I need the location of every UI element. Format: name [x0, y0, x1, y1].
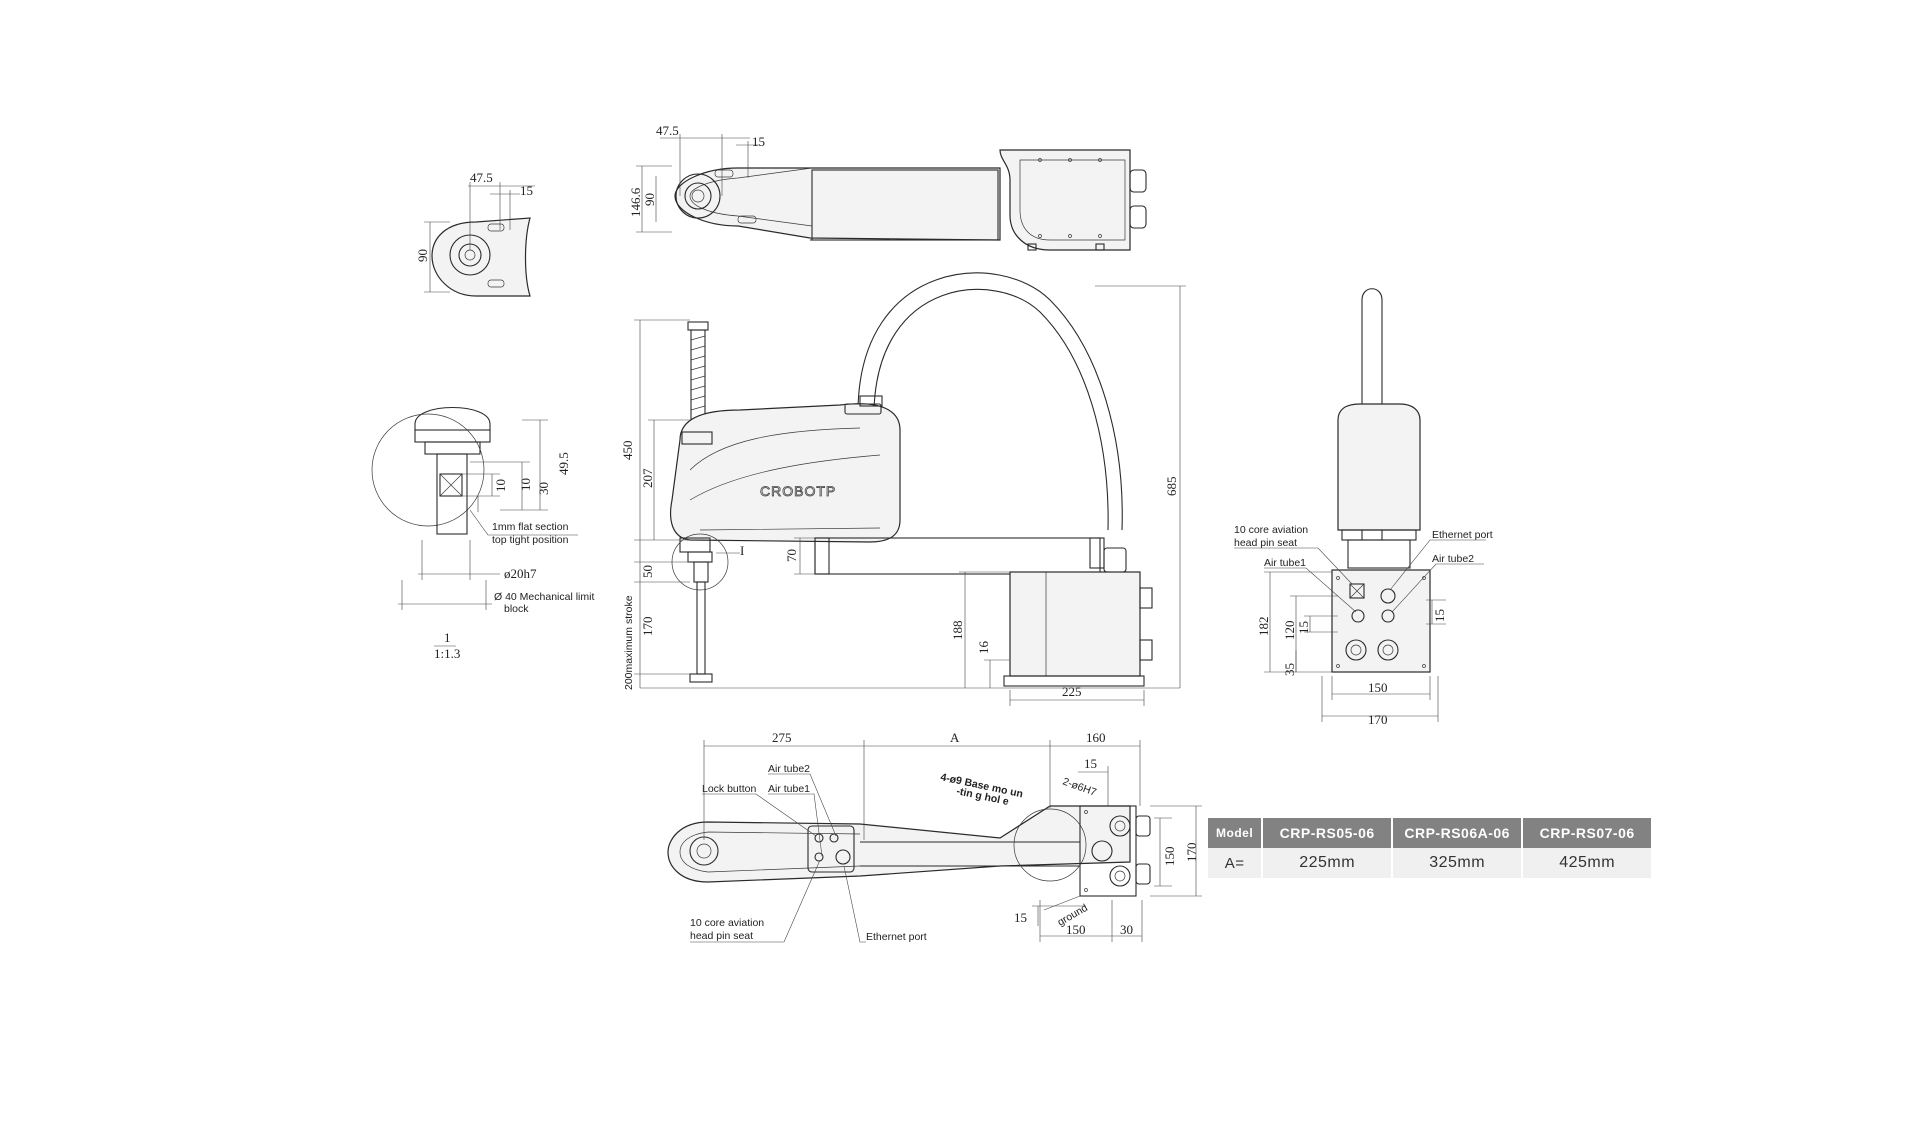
label-mech-limit-1: Ø 40 Mechanical limit	[494, 591, 594, 603]
model-spec-table: Model CRP-RS05-06 CRP-RS06A-06 CRP-RS07-…	[1208, 818, 1654, 878]
table-header-col-1: CRP-RS05-06	[1262, 818, 1394, 848]
label-flat-section-2: top tight position	[492, 534, 569, 546]
table-header-row: Model CRP-RS05-06 CRP-RS06A-06 CRP-RS07-…	[1208, 818, 1654, 848]
right-view: 10 core aviation head pin seat Air tube1…	[1234, 288, 1493, 727]
label-lock-button: Lock button	[702, 783, 756, 795]
dim-side-188: 188	[950, 621, 965, 641]
table-cell-3: 425mm	[1522, 848, 1654, 878]
shaft-detail-view: 10 10 30 49.5 1mm flat section top tight…	[371, 407, 594, 661]
dim-detail-30: 30	[536, 482, 551, 495]
dim-small-90: 90	[415, 249, 430, 262]
dim-side-50: 50	[640, 565, 655, 578]
robot-logo: CROBOTP	[760, 483, 836, 499]
label-aviation-2: head pin seat	[1234, 537, 1297, 549]
label-air-tube1: Air tube1	[1264, 557, 1306, 569]
dim-right-182: 182	[1256, 617, 1271, 637]
dim-detail-49-5: 49.5	[556, 452, 571, 475]
dim-side-207: 207	[640, 468, 655, 488]
table-row: A= 225mm 325mm 425mm	[1208, 848, 1654, 878]
dim-right-15b: 15	[1432, 609, 1447, 622]
dim-bottom-150v: 150	[1162, 847, 1177, 867]
label-flat-section-1: 1mm flat section	[492, 521, 569, 533]
dim-bottom-15b: 15	[1014, 910, 1027, 925]
label-ethernet: Ethernet port	[1432, 529, 1493, 541]
dim-side-170: 170	[640, 617, 655, 637]
dim-top-146-6: 146.6	[628, 187, 643, 217]
dim-small-47-5: 47.5	[470, 170, 493, 185]
label-mech-limit-2: block	[504, 603, 529, 615]
dim-right-15a: 15	[1296, 621, 1311, 634]
label-b-air-tube2: Air tube2	[768, 763, 810, 775]
bottom-view: Air tube2 Lock button Air tube1 10 core …	[667, 730, 1202, 943]
dim-bottom-275: 275	[772, 730, 792, 745]
dim-side-685: 685	[1164, 477, 1179, 497]
table-header-col-3: CRP-RS07-06	[1522, 818, 1654, 848]
dim-bottom-15a: 15	[1084, 756, 1097, 771]
dim-top-90: 90	[642, 193, 657, 206]
dim-bottom-30: 30	[1120, 922, 1133, 937]
dim-top-47-5: 47.5	[656, 123, 679, 138]
dim-bottom-170v: 170	[1184, 843, 1199, 863]
dim-right-150: 150	[1368, 680, 1388, 695]
dim-side-I: I	[740, 543, 744, 558]
table-row-label: A=	[1208, 848, 1264, 878]
label-b-aviation-1: 10 core aviation	[690, 917, 764, 929]
top-view: 47.5 15 146.6 90	[628, 123, 1147, 251]
table-header-model: Model	[1208, 818, 1264, 848]
scale-bottom: 1:1.3	[434, 646, 460, 661]
dim-side-200-stroke: 200maximum stroke	[623, 595, 635, 690]
dim-bottom-A: A	[950, 730, 960, 745]
dim-side-16: 16	[976, 641, 991, 655]
dim-right-120: 120	[1282, 621, 1297, 641]
label-b-aviation-2: head pin seat	[690, 930, 753, 942]
table-cell-1: 225mm	[1262, 848, 1394, 878]
table-cell-2: 325mm	[1392, 848, 1524, 878]
table-header-col-2: CRP-RS06A-06	[1392, 818, 1524, 848]
dim-detail-diameter: ø20h7	[504, 566, 537, 581]
dim-right-35: 35	[1282, 663, 1297, 676]
label-b-ethernet: Ethernet port	[866, 931, 927, 943]
dim-detail-10a: 10	[493, 479, 508, 492]
label-aviation-1: 10 core aviation	[1234, 524, 1308, 536]
dim-top-15: 15	[752, 134, 765, 149]
dim-side-450: 450	[620, 441, 635, 461]
dim-detail-10b: 10	[518, 478, 533, 491]
label-pin-holes: 2-ø6H7	[1061, 776, 1098, 799]
dim-right-170: 170	[1368, 712, 1388, 727]
dim-bottom-160: 160	[1086, 730, 1106, 745]
label-b-air-tube1: Air tube1	[768, 783, 810, 795]
small-end-view: 47.5 15 90	[415, 170, 535, 297]
label-air-tube2: Air tube2	[1432, 553, 1474, 565]
dim-side-225: 225	[1062, 684, 1082, 699]
scale-top: 1	[444, 630, 451, 645]
side-view: CROBOTP 450 207 50 170 200maximum s	[620, 272, 1186, 706]
dim-bottom-150: 150	[1066, 922, 1086, 937]
dim-small-15: 15	[520, 183, 533, 198]
dim-side-70: 70	[784, 549, 799, 562]
